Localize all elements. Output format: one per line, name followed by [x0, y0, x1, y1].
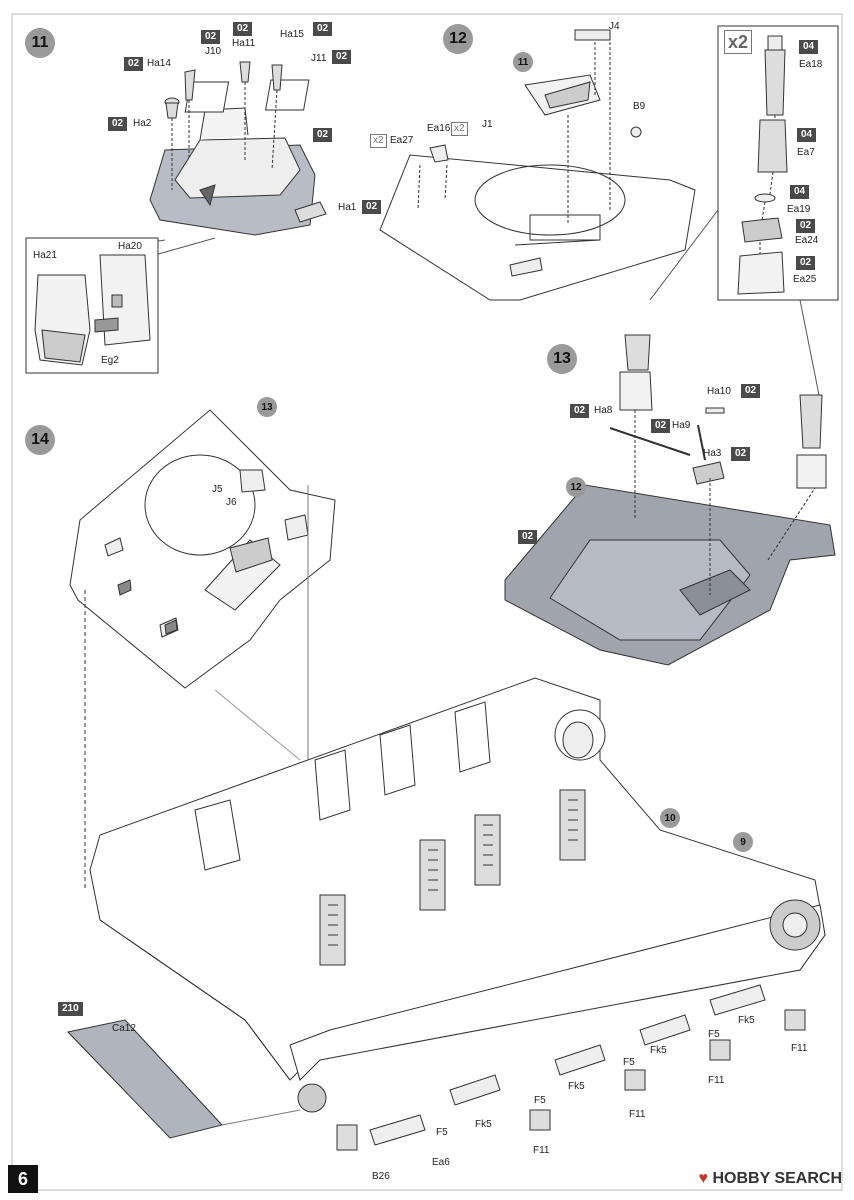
part-label-ha14: Ha14 — [147, 58, 171, 69]
sprue-badge: 02 — [108, 117, 128, 131]
sprue-badge: 02 — [313, 128, 333, 142]
part-label-ha21: Ha21 — [33, 250, 57, 261]
sprue-badge: 02 — [518, 530, 538, 544]
part-label-j10: J10 — [205, 46, 222, 57]
part-label-f11: F11 — [629, 1109, 646, 1120]
hull-assembly — [67, 677, 826, 1151]
sprue-badge: 04 — [799, 40, 819, 54]
part-label-f5: F5 — [534, 1095, 546, 1106]
part-label-ea24: Ea24 — [795, 235, 819, 246]
step-11-ref: 11 — [513, 52, 533, 72]
part-label-b9: B9 — [633, 101, 646, 112]
step-12-marker: 12 — [443, 24, 473, 54]
part-label-eg2: Eg2 — [101, 355, 119, 366]
part-label-ha11: Ha11 — [232, 38, 256, 49]
suspension-units — [319, 789, 586, 966]
sprue-badge: 02 — [651, 419, 671, 433]
step12-assembly — [379, 29, 696, 301]
part-label-ha3: Ha3 — [703, 448, 722, 459]
part-label-j4: J4 — [609, 21, 620, 32]
part-label-ea19: Ea19 — [787, 204, 811, 215]
part-label-b26: B26 — [372, 1171, 390, 1182]
part-label-ea25: Ea25 — [793, 274, 817, 285]
step-13-marker: 13 — [547, 344, 577, 374]
part-label-ha9: Ha9 — [672, 420, 691, 431]
part-label-ea16: Ea16 — [427, 123, 451, 134]
sprue-badge: 02 — [313, 22, 333, 36]
sprue-badge: 04 — [797, 128, 817, 142]
page-number: 6 — [8, 1165, 38, 1193]
sprue-badge: 02 — [796, 219, 816, 233]
part-label-ea27: Ea27 — [390, 135, 414, 146]
part-label-j11: J11 — [311, 53, 327, 64]
sprue-badge: 210 — [58, 1002, 83, 1016]
step13-assembly — [504, 334, 836, 666]
hobby-search-logo-icon: ♥ — [698, 1170, 709, 1187]
part-label-j6: J6 — [226, 497, 237, 508]
watermark: ♥ HOBBY SEARCH — [699, 1170, 842, 1188]
part-label-f5: F5 — [436, 1127, 448, 1138]
spring-coils — [328, 799, 578, 946]
part-label-ha1: Ha1 — [338, 202, 357, 213]
part-label-f11: F11 — [708, 1075, 725, 1086]
sprue-badge: 02 — [362, 200, 382, 214]
step11-assembly — [69, 61, 327, 256]
step-13-ref: 13 — [257, 397, 277, 417]
axle-pins — [336, 1009, 806, 1151]
quantity-x2: x2 — [451, 122, 468, 136]
sprue-badge: 02 — [332, 50, 352, 64]
part-label-ha2: Ha2 — [133, 118, 152, 129]
step-11-marker: 11 — [25, 28, 55, 58]
part-label-ea6: Ea6 — [432, 1157, 450, 1168]
part-label-ha15: Ha15 — [280, 29, 304, 40]
part-label-fk5: Fk5 — [738, 1015, 755, 1026]
part-label-fk5: Fk5 — [475, 1119, 492, 1130]
suspension-arms — [369, 984, 766, 1146]
step-10-ref: 10 — [660, 808, 680, 828]
part-label-j5: J5 — [212, 484, 223, 495]
part-label-fk5: Fk5 — [650, 1045, 667, 1056]
sprue-badge: 02 — [570, 404, 590, 418]
part-label-ea7: Ea7 — [797, 147, 815, 158]
part-label-ha10: Ha10 — [707, 386, 731, 397]
part-label-f5: F5 — [623, 1057, 635, 1068]
part-label-fk5: Fk5 — [568, 1081, 585, 1092]
sprue-badge: 02 — [124, 57, 144, 71]
sprue-badge: 04 — [790, 185, 810, 199]
sprue-badge: 02 — [233, 22, 253, 36]
sprue-badge: 02 — [741, 384, 761, 398]
quantity-x2: x2 — [724, 30, 753, 54]
part-label-ca12: Ca12 — [112, 1023, 136, 1034]
sprue-badge: 02 — [796, 256, 816, 270]
watermark-text: HOBBY SEARCH — [712, 1170, 843, 1187]
step-9-ref: 9 — [733, 832, 753, 852]
step11-inset-art — [34, 254, 151, 366]
suspension-inset-art — [737, 35, 788, 295]
part-label-ha8: Ha8 — [594, 405, 613, 416]
part-label-f11: F11 — [533, 1145, 550, 1156]
part-label-ea18: Ea18 — [799, 59, 823, 70]
quantity-x2: x2 — [370, 134, 387, 148]
sprue-badge: 02 — [201, 30, 221, 44]
part-label-f5: F5 — [708, 1029, 720, 1040]
part-label-j1: J1 — [482, 119, 493, 130]
step-14-marker: 14 — [25, 425, 55, 455]
part-label-ha20: Ha20 — [118, 241, 142, 252]
sprue-badge: 02 — [731, 447, 751, 461]
part-label-f11: F11 — [791, 1043, 808, 1054]
step-12-ref: 12 — [566, 477, 586, 497]
